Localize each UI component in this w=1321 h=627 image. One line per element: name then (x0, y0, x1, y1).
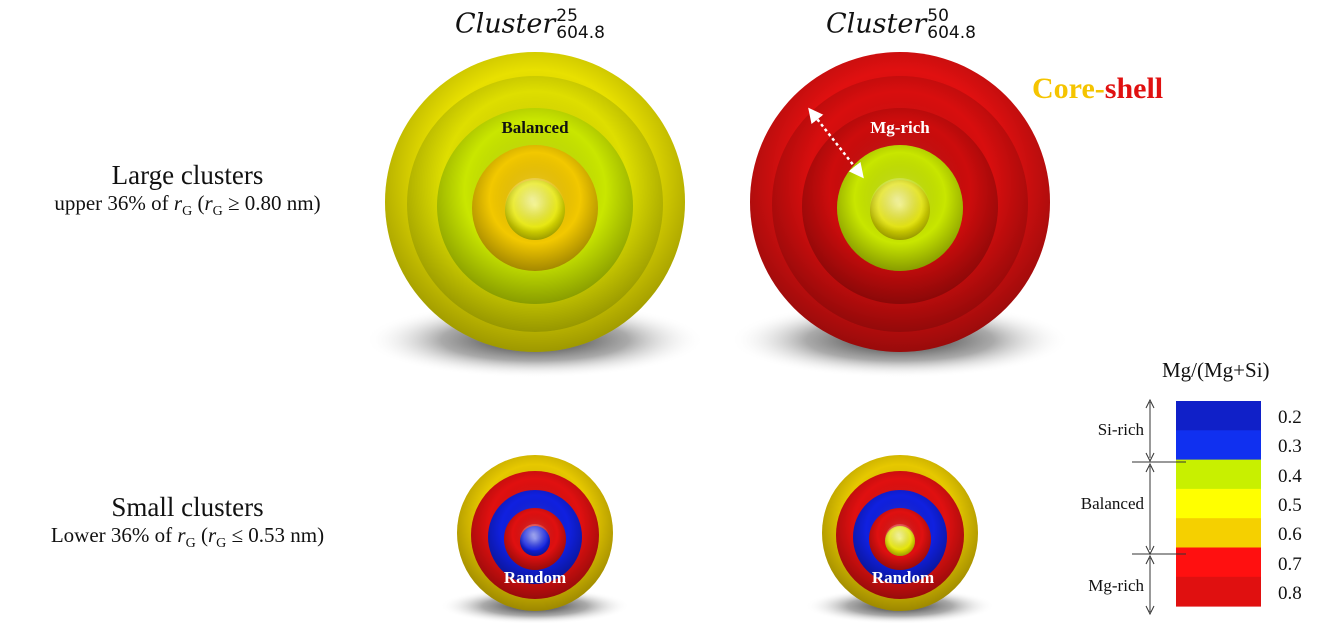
legend-swatch (1176, 547, 1261, 578)
legend-swatch (1176, 459, 1261, 490)
column-header-sup: 25 (556, 6, 578, 26)
legend-group-si-rich: Si-rich (1097, 420, 1144, 439)
legend-tick-label: 0.5 (1278, 494, 1302, 516)
row-title: Large clusters (111, 160, 264, 190)
sphere-core-highlight (870, 178, 930, 238)
core-text: Core (1032, 72, 1095, 105)
dash-text: - (1094, 72, 1105, 105)
sphere-core-highlight (505, 178, 565, 238)
row-label-large: Large clusters upper 36% of rG (rG ≥ 0.8… (0, 160, 375, 220)
legend-tick-label: 0.7 (1278, 553, 1302, 575)
legend-group-balanced: Balanced (1080, 494, 1144, 513)
legend-title: Mg/(Mg+Si) (1162, 358, 1270, 382)
column-header-base: Cluster (826, 8, 927, 40)
legend-tick-label: 0.8 (1278, 582, 1302, 604)
legend-tick-label: 0.4 (1278, 465, 1302, 487)
legend-swatch (1176, 518, 1261, 548)
row-subtitle: Lower 36% of rG (rG ≤ 0.53 nm) (50, 523, 325, 552)
legend-tick-label: 0.6 (1278, 524, 1302, 546)
sphere-core-highlight (520, 524, 550, 554)
legend-swatch (1176, 401, 1261, 431)
row-label-small: Small clusters Lower 36% of rG (rG ≤ 0.5… (0, 492, 375, 552)
legend-swatch (1176, 488, 1261, 519)
sphere-label-random: Random (503, 568, 567, 587)
sphere-label-balanced: Balanced (501, 118, 569, 137)
sphere-label-mg-rich: Mg-rich (870, 118, 930, 137)
legend-tick-label: 0.2 (1278, 407, 1302, 428)
legend-brackets (1132, 398, 1186, 616)
column-header-sub: 604.8 (556, 23, 605, 43)
sphere-layers (385, 52, 1050, 611)
legend-colorbar (1176, 401, 1261, 607)
sphere-label-random: Random (871, 568, 935, 587)
column-header-base: Cluster (455, 8, 556, 40)
row-subtitle: upper 36% of rG (rG ≥ 0.80 nm) (54, 191, 321, 220)
core-shell-label: Core-shell (1032, 72, 1163, 106)
column-header-sup: 50 (927, 6, 949, 26)
legend-swatch (1176, 576, 1261, 607)
legend-tick-label: 0.3 (1278, 436, 1302, 458)
row-title: Small clusters (111, 492, 264, 522)
legend-swatch (1176, 430, 1261, 461)
column-header-sub: 604.8 (927, 23, 976, 43)
shell-thickness-arrow (808, 107, 864, 179)
legend-group-mg-rich: Mg-rich (1088, 576, 1144, 595)
shell-text: shell (1104, 72, 1164, 105)
sphere-core-highlight (885, 524, 915, 554)
